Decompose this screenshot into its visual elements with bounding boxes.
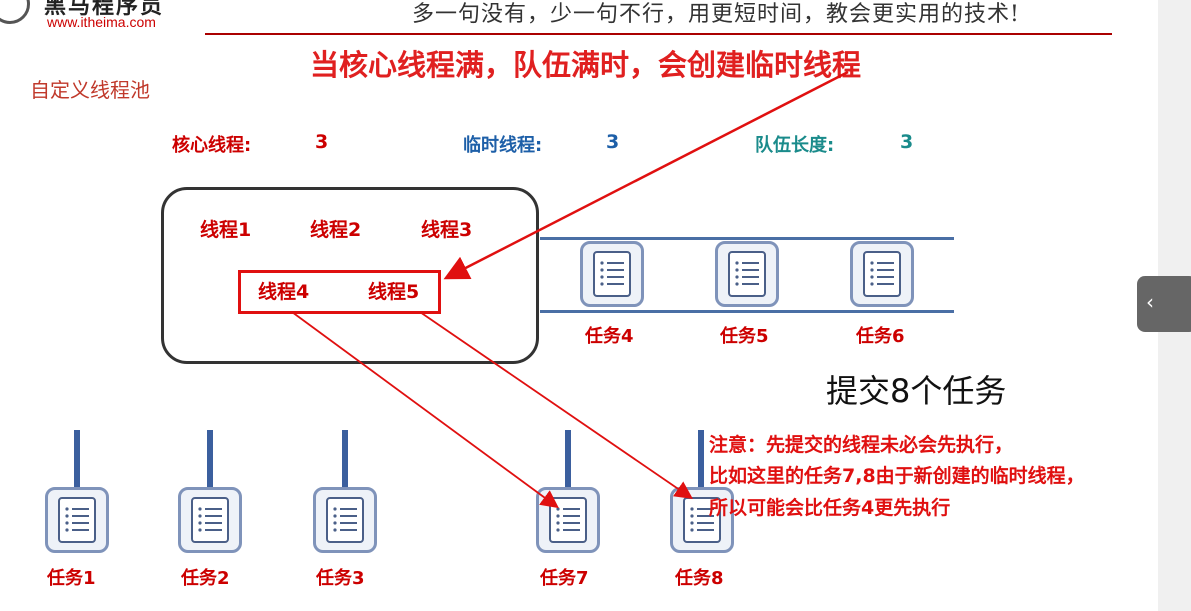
header-divider — [205, 33, 1112, 35]
temp-thread: 线程5 — [368, 281, 420, 303]
queue-task-label: 任务5 — [720, 326, 769, 347]
main-title: 当核心线程满，队伍满时，会创建临时线程 — [310, 48, 862, 82]
queue-top-line — [540, 237, 954, 240]
bottom-task-label: 任务7 — [540, 568, 589, 589]
core-threads-label: 核心线程: — [172, 135, 252, 156]
queue-task-label: 任务6 — [856, 326, 905, 347]
queue-length-label: 队伍长度: — [755, 135, 835, 156]
note-line-3: 所以可能会比任务4更先执行 — [709, 497, 951, 519]
queue-bottom-line — [540, 310, 954, 313]
document-list-icon — [580, 241, 644, 307]
bottom-task-label: 任务2 — [181, 568, 230, 589]
note-line-2: 比如这里的任务7,8由于新创建的临时线程， — [709, 465, 1085, 487]
task-connector-line — [698, 430, 704, 488]
slogan: 多一句没有，少一句不行，用更短时间，教会更实用的技术! — [412, 2, 1020, 27]
temp-threads-box — [238, 270, 441, 314]
document-list-icon — [715, 241, 779, 307]
brand-url: www.itheima.com — [47, 14, 156, 30]
document-list-icon — [45, 487, 109, 553]
task-connector-line — [207, 430, 213, 488]
temp-thread: 线程4 — [258, 281, 310, 303]
bottom-task-label: 任务1 — [47, 568, 96, 589]
thread5-to-task8-arrow — [419, 311, 693, 500]
task-connector-line — [565, 430, 571, 488]
side-panel-toggle[interactable] — [1137, 276, 1191, 332]
create-temp-thread-arrow — [443, 70, 849, 280]
note-line-1: 注意：先提交的线程未必会先执行， — [709, 434, 1014, 456]
submit-title: 提交8个任务 — [826, 372, 1007, 410]
pool-thread: 线程2 — [310, 219, 362, 241]
pool-thread: 线程3 — [421, 219, 473, 241]
bottom-task-label: 任务3 — [316, 568, 365, 589]
temp-threads-label: 临时线程: — [463, 135, 543, 156]
document-list-icon — [850, 241, 914, 307]
document-list-icon — [313, 487, 377, 553]
thread4-to-task7-arrow — [291, 311, 559, 509]
temp-threads-value: 3 — [606, 131, 620, 153]
thread-pool-box — [161, 187, 539, 364]
document-list-icon — [178, 487, 242, 553]
bottom-task-label: 任务8 — [675, 568, 724, 589]
section-title: 自定义线程池 — [30, 78, 150, 102]
queue-length-value: 3 — [900, 131, 914, 153]
task-connector-line — [74, 430, 80, 488]
task-connector-line — [342, 430, 348, 488]
chevron-left-icon: ‹ — [1146, 290, 1154, 314]
pool-thread: 线程1 — [200, 219, 252, 241]
brand-name: 黑马程序员 — [44, 0, 165, 19]
queue-task-label: 任务4 — [585, 326, 634, 347]
core-threads-value: 3 — [315, 131, 329, 153]
